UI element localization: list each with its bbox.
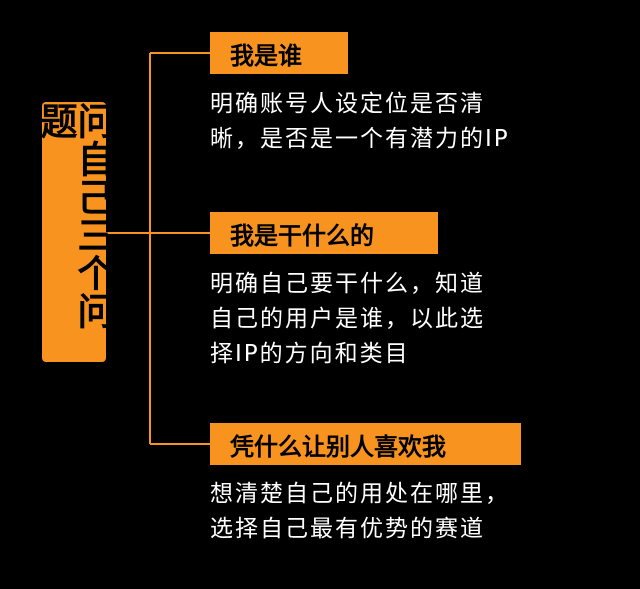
branch-desc-what-i-do: 明确自己要干什么，知道 自己的用户是谁，以此选 择IP的方向和类目 xyxy=(210,267,485,372)
desc-line: 想清楚自己的用处在哪里， xyxy=(210,481,510,507)
branch-label-who-am-i: 我是谁 xyxy=(210,32,348,74)
branch-desc-who-am-i: 明确账号人设定位是否清 晰，是否是一个有潜力的IP xyxy=(210,87,510,157)
branch-desc-why-liked: 想清楚自己的用处在哪里， 选择自己最有优势的赛道 xyxy=(210,477,510,547)
desc-line: 明确账号人设定位是否清 xyxy=(210,91,485,117)
desc-line: 晰，是否是一个有潜力的IP xyxy=(210,126,510,152)
branch-label-text: 我是干什么的 xyxy=(230,221,374,250)
desc-line: 自己的用户是谁，以此选 xyxy=(210,306,485,332)
desc-line: 择IP的方向和类目 xyxy=(210,341,410,367)
branch-label-why-liked: 凭什么让别人喜欢我 xyxy=(210,423,521,465)
branch-label-what-i-do: 我是干什么的 xyxy=(210,212,438,254)
root-label: 问自己三个问题 xyxy=(34,102,114,330)
root-node: 问自己三个问题 xyxy=(34,102,114,362)
desc-line: 明确自己要干什么，知道 xyxy=(210,271,485,297)
branch-label-text: 我是谁 xyxy=(230,41,302,70)
desc-line: 选择自己最有优势的赛道 xyxy=(210,516,485,542)
branch-label-text: 凭什么让别人喜欢我 xyxy=(230,432,446,461)
